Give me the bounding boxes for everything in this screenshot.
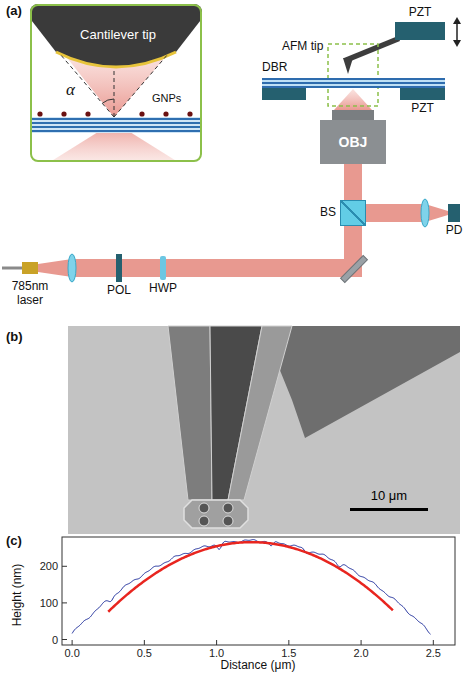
angle-line [60, 54, 114, 117]
panel-letter: (c) [6, 534, 22, 549]
optical-fiber [2, 267, 22, 270]
zoom-box [328, 44, 378, 106]
tick-label: 1.5 [281, 647, 296, 660]
node-label: GNPs [152, 92, 181, 105]
sem-image [68, 326, 460, 534]
tip-facet [168, 326, 212, 500]
dbr-ground [30, 117, 202, 133]
gold-nanoparticle [163, 111, 168, 116]
node-label: α [66, 80, 75, 100]
axis-title: Distance (μm) [221, 659, 296, 673]
tick-label: 1.0 [209, 647, 224, 660]
mirror [341, 256, 368, 283]
angle-line [114, 54, 168, 117]
milled-hole [223, 503, 233, 513]
laser-source: 785nm laser [22, 262, 38, 274]
tick-label: 0.0 [64, 647, 79, 660]
axis-title: Height (nm) [11, 564, 25, 627]
node-label: PD [446, 224, 463, 238]
half-wave-plate: HWP [160, 256, 166, 280]
tick-mark [62, 639, 67, 640]
inset-box: Cantilever tip αGNPs [30, 4, 202, 162]
dbr-mirror: DBR [262, 78, 445, 88]
cantilever-tip-shape [30, 4, 202, 67]
afm-tip [343, 58, 353, 74]
node-label: DBR [262, 61, 287, 75]
piezo-block: PZT [400, 88, 445, 100]
tick-mark [144, 640, 145, 645]
tick-mark [62, 566, 67, 567]
objective-top [332, 110, 374, 120]
piezo-block: PZT [395, 22, 445, 40]
node-label: 785nm laser [5, 280, 55, 308]
gold-coating [56, 52, 176, 67]
laser-beam [366, 204, 425, 222]
tip-facet [228, 326, 292, 500]
objective-box: OBJ [320, 120, 386, 164]
fit-curve [108, 542, 393, 612]
gold-nanoparticle [37, 111, 42, 116]
tick-mark [62, 602, 67, 603]
photodiode: PD [448, 204, 460, 222]
dbr-layer [30, 122, 202, 124]
tick-mark [433, 640, 434, 645]
plot-frame [62, 537, 455, 645]
tick-mark [288, 640, 289, 645]
dbr-layer [30, 130, 202, 132]
panel-letter: (b) [6, 330, 23, 345]
laser-beam [38, 259, 72, 277]
part-label: AFM tip [282, 40, 323, 54]
inset-illustration [30, 4, 202, 162]
focused-beam [334, 89, 372, 110]
gold-nanoparticle [85, 111, 90, 116]
panel-letter: (a) [6, 4, 22, 19]
gold-nanoparticle [187, 111, 192, 116]
node-label: OBJ [339, 134, 368, 150]
tick-mark [361, 640, 362, 645]
axis-line [114, 70, 115, 117]
milled-hole [199, 503, 209, 513]
tick-label: 2.5 [426, 647, 441, 660]
dbr-support [262, 88, 306, 100]
sem-ground [68, 326, 460, 534]
dbr-layer [30, 118, 202, 120]
polarizer: POL [116, 254, 122, 282]
tick-mark [72, 640, 73, 645]
tick-label: 2.0 [353, 647, 368, 660]
beam-splitter: BS [340, 200, 366, 226]
node-label: POL [107, 284, 131, 298]
lens [68, 254, 76, 282]
node-label: HWP [149, 282, 177, 296]
scale-label: 10 μm [371, 489, 407, 504]
tick-label: 200 [40, 560, 58, 573]
motion-arrow [456, 23, 458, 41]
tick-label: 100 [40, 597, 58, 610]
angle-arc [102, 99, 114, 103]
tip-end-face [184, 500, 248, 528]
profile-plot [62, 537, 455, 645]
scale-bar [350, 508, 428, 511]
milled-hole [223, 516, 233, 526]
arrow-head [453, 40, 461, 47]
node-label: PZT [411, 102, 434, 116]
node-label: BS [320, 206, 336, 220]
milled-hole [199, 516, 209, 526]
node-label: Cantilever tip [80, 28, 156, 43]
lens [421, 199, 429, 227]
arrow-head [453, 17, 461, 24]
cantilever-body [262, 326, 460, 438]
measured-profile [72, 540, 430, 635]
tick-label: 0 [52, 633, 58, 646]
tick-mark [216, 640, 217, 645]
gold-nanoparticle [139, 111, 144, 116]
gold-nanoparticle [61, 111, 66, 116]
dbr-layer [30, 126, 202, 128]
node-label: PZT [409, 6, 432, 20]
tick-label: 0.5 [137, 647, 152, 660]
